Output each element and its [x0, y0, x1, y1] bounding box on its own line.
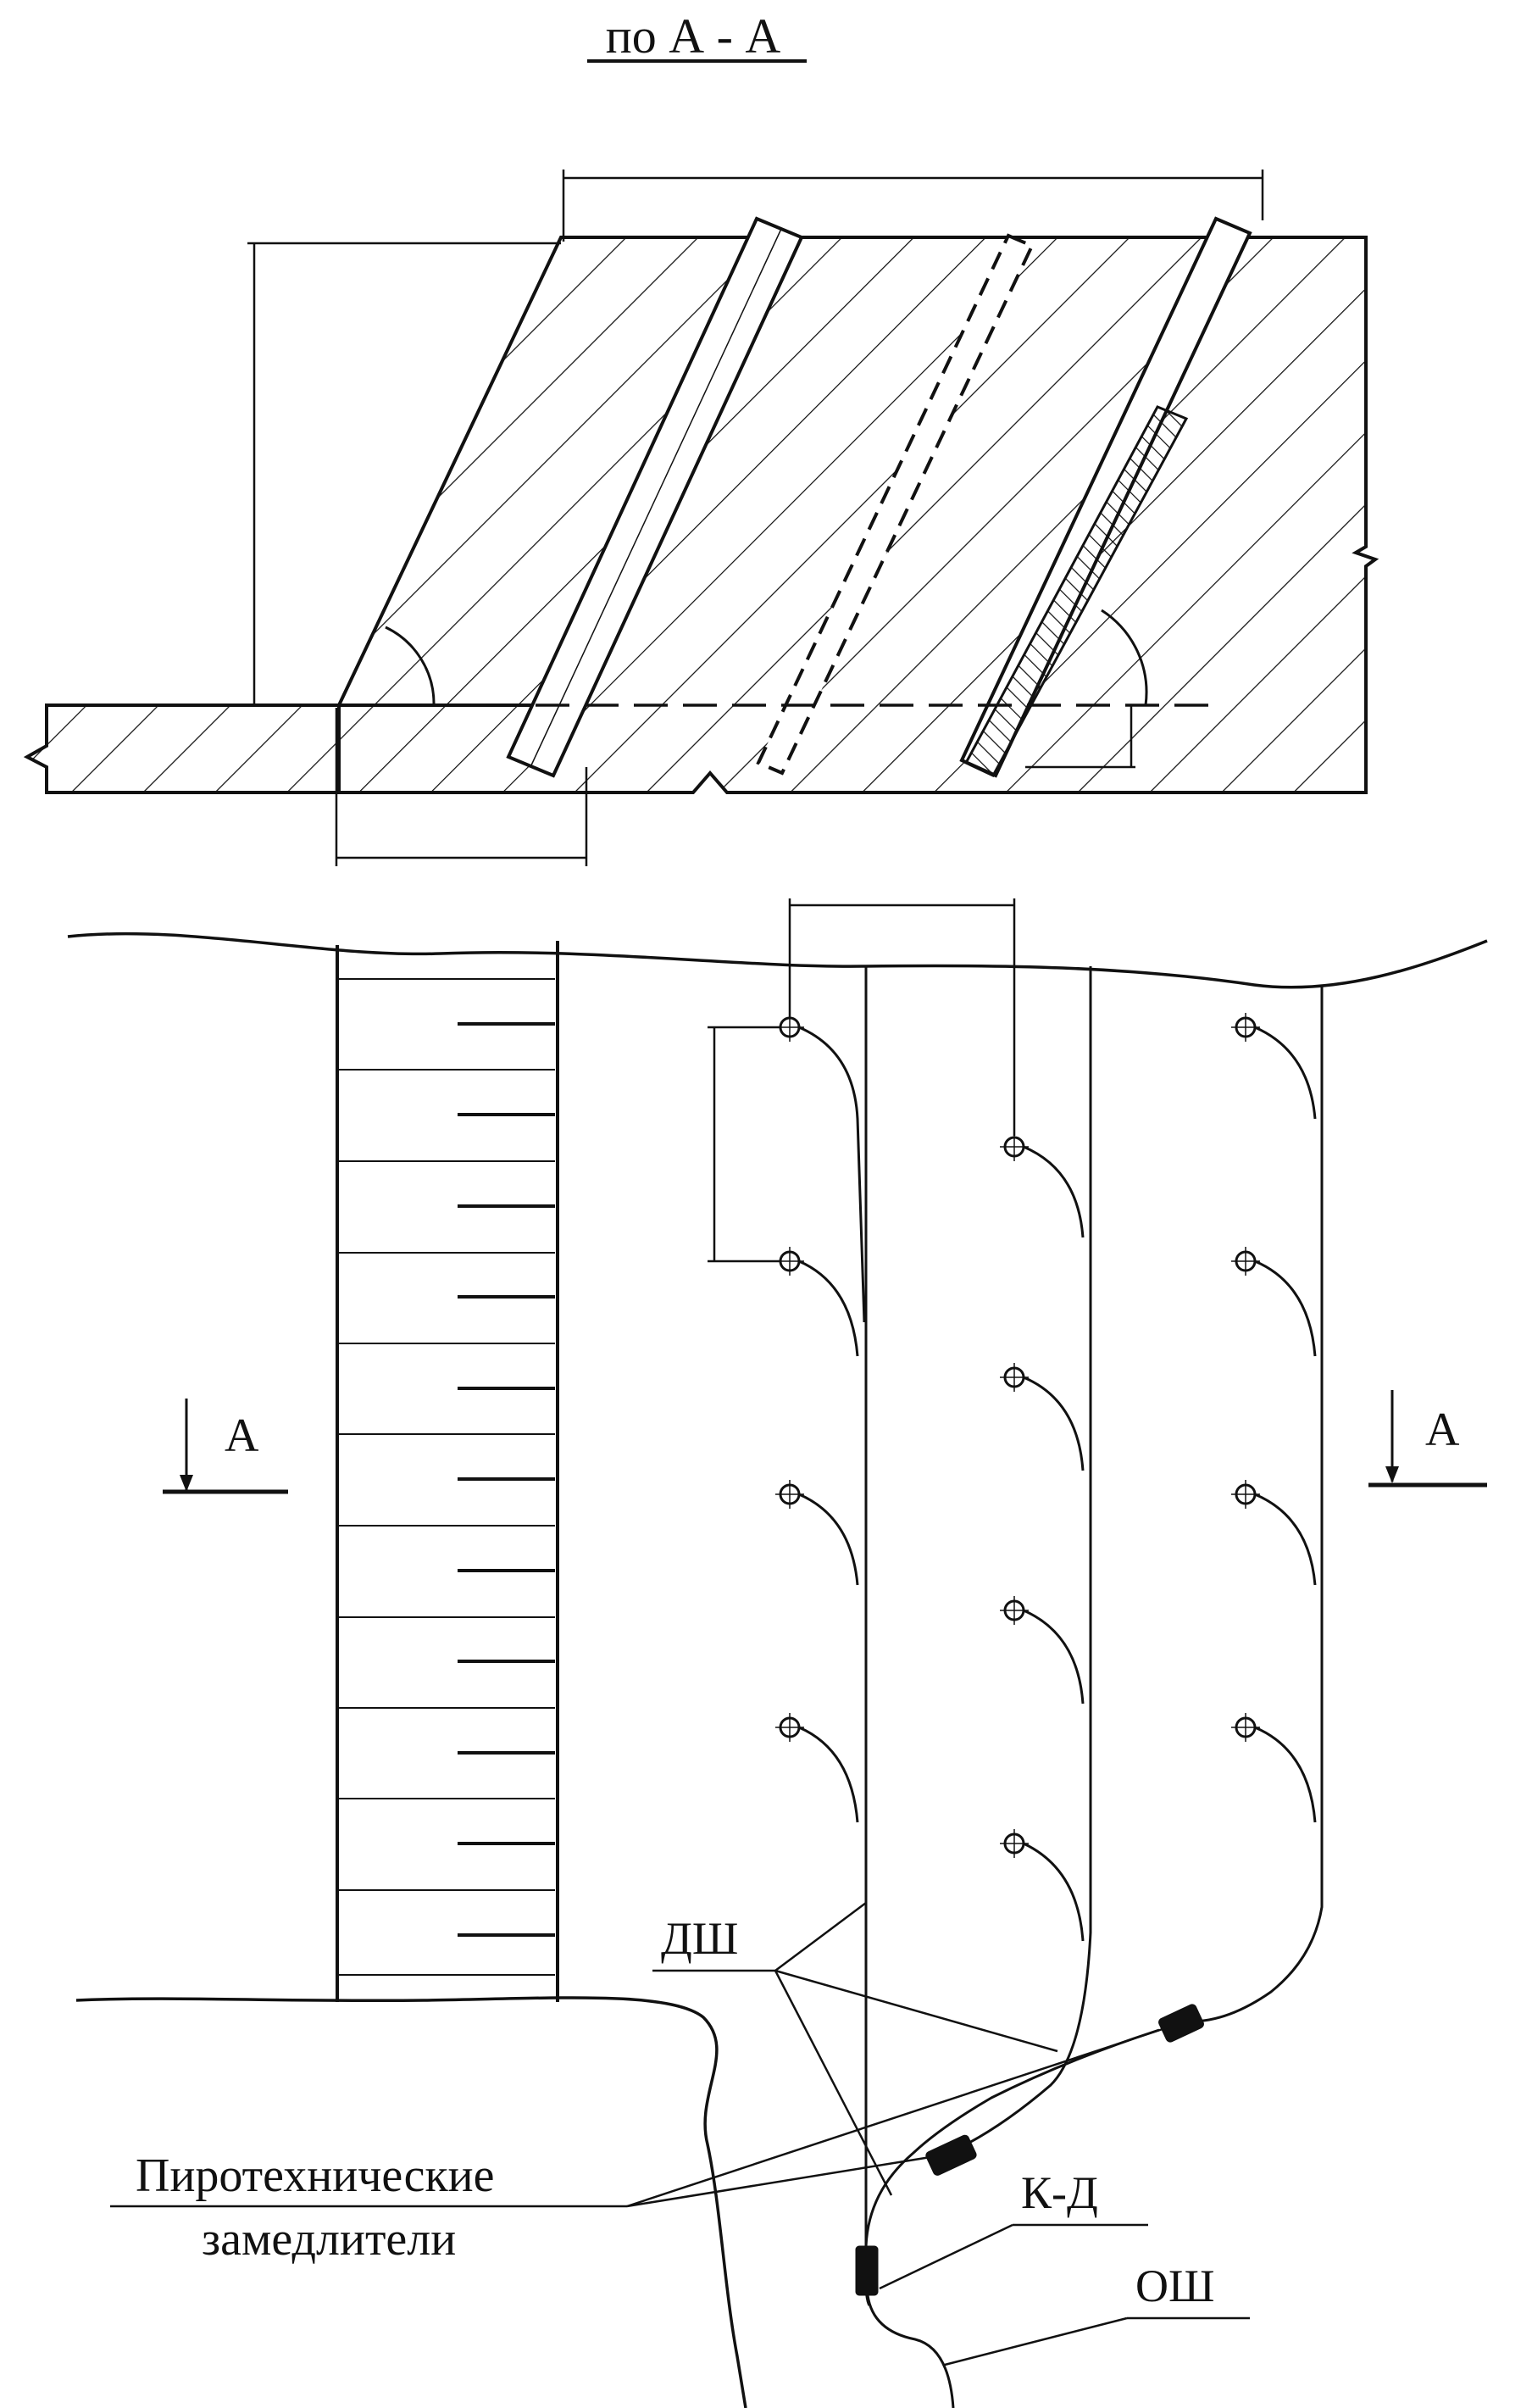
- delay-relay-2: [925, 2134, 977, 2176]
- main-cord: [866, 2294, 955, 2408]
- lower-berm: [23, 703, 341, 794]
- pyro-label-line1: Пиротехнические: [136, 2149, 495, 2202]
- plan-dimension-lines: [708, 898, 1016, 1263]
- hole-row1-4: [775, 1713, 859, 1823]
- section-mark-right: А: [1425, 1404, 1460, 1456]
- hole-row1-1: [775, 1013, 866, 1323]
- hole-angle-arc: [1101, 609, 1148, 706]
- callout-pyro: Пиротехнические замедлители: [110, 2026, 1168, 2266]
- hole-row3-3: [1231, 1480, 1317, 1586]
- drilled-strip: [336, 941, 559, 2002]
- hole-row2-4: [1000, 1829, 1085, 1942]
- hole-row3-2: [1231, 1247, 1317, 1357]
- bench-lower-edge: [75, 1996, 747, 2408]
- hole-row2-3: [1000, 1596, 1085, 1705]
- hole-row3-4: [1231, 1713, 1317, 1823]
- face-angle-arc: [385, 626, 436, 706]
- section-title: по А - А: [606, 8, 781, 64]
- hole-row3-1: [1231, 1013, 1317, 1120]
- section-marker-left: А: [163, 1399, 288, 1494]
- hole-row1-2: [775, 1247, 859, 1357]
- section-mark-left: А: [225, 1410, 259, 1462]
- cross-section-view: [23, 170, 1379, 866]
- osh-label: ОШ: [1135, 2261, 1214, 2311]
- callout-kd: К-Д: [879, 2167, 1148, 2290]
- bench-upper-edge: [67, 932, 1488, 989]
- ds-label: ДШ: [661, 1913, 738, 1964]
- section-title-group: по А - А: [587, 8, 807, 64]
- borehole-3-charged: [959, 216, 1252, 778]
- callout-osh: ОШ: [944, 2261, 1250, 2366]
- delay-relay-1: [1158, 2004, 1204, 2043]
- plan-view: [67, 898, 1488, 2408]
- hole-row1-3: [775, 1480, 859, 1586]
- dimension-lines: [247, 170, 1264, 866]
- pyro-label-line2: замедлители: [202, 2213, 456, 2266]
- explosive-charge: [963, 405, 1189, 777]
- hole-row2-1: [1000, 1132, 1085, 1238]
- kd-label: К-Д: [1021, 2167, 1098, 2218]
- hole-row2-2: [1000, 1363, 1085, 1471]
- section-marker-right: А: [1368, 1390, 1487, 1488]
- borehole-plan-markers: [775, 1013, 1317, 1942]
- callout-ds: ДШ: [652, 1901, 1058, 2196]
- borehole-2-dashed: [756, 233, 1035, 776]
- rock-massif: [337, 236, 1379, 794]
- borehole-1: [506, 216, 804, 778]
- kd-detonator: [855, 2245, 879, 2296]
